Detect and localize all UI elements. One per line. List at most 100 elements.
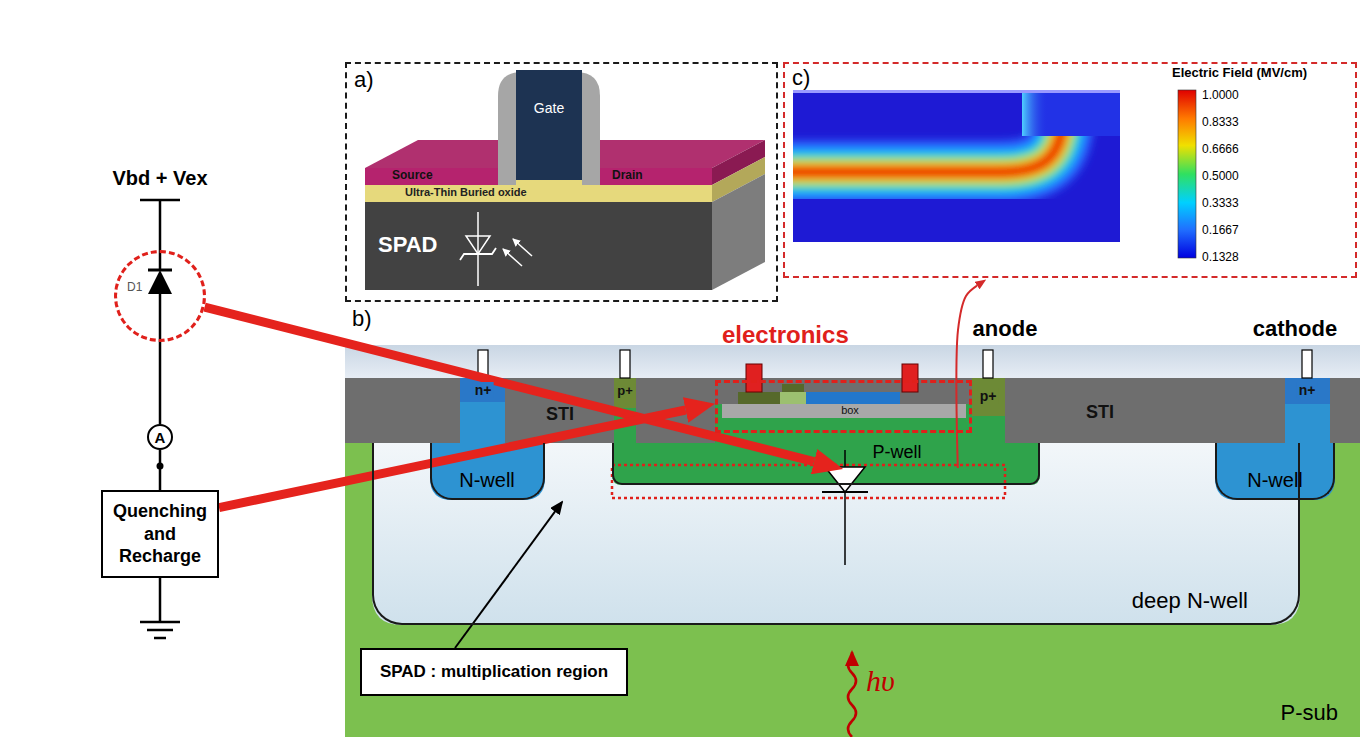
soi-film [738,392,780,404]
spad-symbol [825,467,865,492]
spad-symbol [822,491,868,493]
buried-oxide-layer [365,185,712,202]
field-band [793,128,1062,172]
part-label: Source [392,169,433,183]
field-band [793,128,1062,172]
ground-symbol [147,629,173,632]
region-label: n+ [473,382,494,398]
soi-film [780,392,806,404]
multiplication-region [612,465,1005,498]
well-region: N-well [430,443,545,500]
part-label: Drain [612,169,643,183]
ground-symbol [154,637,166,640]
wire [159,294,162,342]
region-label: STI [546,404,574,425]
region-label: p+ [978,388,999,404]
wire [159,200,162,270]
colorbar [1178,90,1196,258]
sti-block [636,378,715,443]
region-heading: electronics [722,321,849,349]
well-region: P-well [612,443,1040,485]
buried-oxide [722,404,966,418]
panel-label: c) [792,65,810,90]
panel-label: b) [352,306,372,331]
scale-value: 0.8333 [1202,116,1239,130]
n-plus-contact [460,378,505,402]
region-label: P-well [872,443,921,463]
sti-block [345,378,460,443]
gate-oxide [516,180,582,185]
photon-arrow [503,249,522,266]
field-band [793,128,1062,172]
leader-arrow [455,502,562,648]
region-label: box [841,404,859,417]
ground-symbol [140,621,180,624]
metal-contact [746,364,762,392]
spad-symbol [460,248,496,260]
circuit-wire [159,342,162,424]
field-band [793,128,1062,172]
metal-contact [902,364,918,392]
p-substrate [345,378,1360,737]
callout-box: SPAD : multiplication region [360,648,628,696]
supply-voltage: Vbd + Vex [112,167,207,190]
scale-value: 0.1667 [1202,224,1239,238]
region-label: deep N-well [1132,588,1248,613]
callout-arrow [956,286,977,468]
gate-electrode [516,70,582,185]
silicon-substrate [365,202,712,290]
sti-block [1005,378,1285,443]
sti-block [505,378,614,443]
wire [159,578,162,622]
region-label: p+ [615,384,635,399]
region-label: N-well [1247,469,1303,491]
well-region: N-well [1215,443,1335,500]
field-band [793,128,1062,172]
dielectric-layer [345,345,1360,380]
scale-value: 0.5000 [1202,170,1239,184]
callout-arrow [219,410,686,508]
panel-frame: c) [783,62,1357,278]
contact-region [1022,90,1120,136]
diode-callout-circle: D1 [114,250,206,342]
scale-value: 0.3333 [1202,197,1239,211]
junction-dot [157,463,164,470]
substrate-region: P-subdeep N-wellP-wellN-wellN-wellSPAD :… [345,378,1360,737]
n-plus-contact [1285,378,1330,404]
part-label: SPAD [378,232,438,257]
photon-label: hυ [866,664,895,699]
scale-value: 0.1328 [1202,251,1239,265]
soi-gate [782,384,804,392]
contact-pin [1302,350,1312,378]
spad-symbol [466,236,490,254]
photon-arrow [513,239,532,256]
scale-value: 1.0000 [1202,89,1239,103]
panel-label: a) [354,67,374,92]
component-label: D1 [127,281,142,295]
p-plus-contact [972,378,1005,416]
ammeter-circle: A [147,424,173,450]
colorbar-title: Electric Field (MV/cm) [1172,66,1307,81]
box-text: Quenching and Recharge [107,500,213,568]
diode-symbol [148,270,172,294]
soi-film [806,392,900,404]
part-label: Gate [534,100,564,116]
contact-pin [620,350,630,378]
field-band [793,128,1062,172]
device-side-face [712,174,765,290]
photon-arrow [848,652,856,737]
region-label: STI [1086,402,1114,423]
sti-block [1330,378,1360,443]
region-label: P-sub [1281,700,1338,725]
scale-value: 0.6666 [1202,143,1239,157]
contact-pin [983,350,993,378]
terminal-label: cathode [1253,316,1337,341]
process-box: Quenching and Recharge [101,490,219,578]
contact-pin [478,350,488,378]
surface-line [793,90,1120,93]
p-plus-contact [614,378,636,408]
